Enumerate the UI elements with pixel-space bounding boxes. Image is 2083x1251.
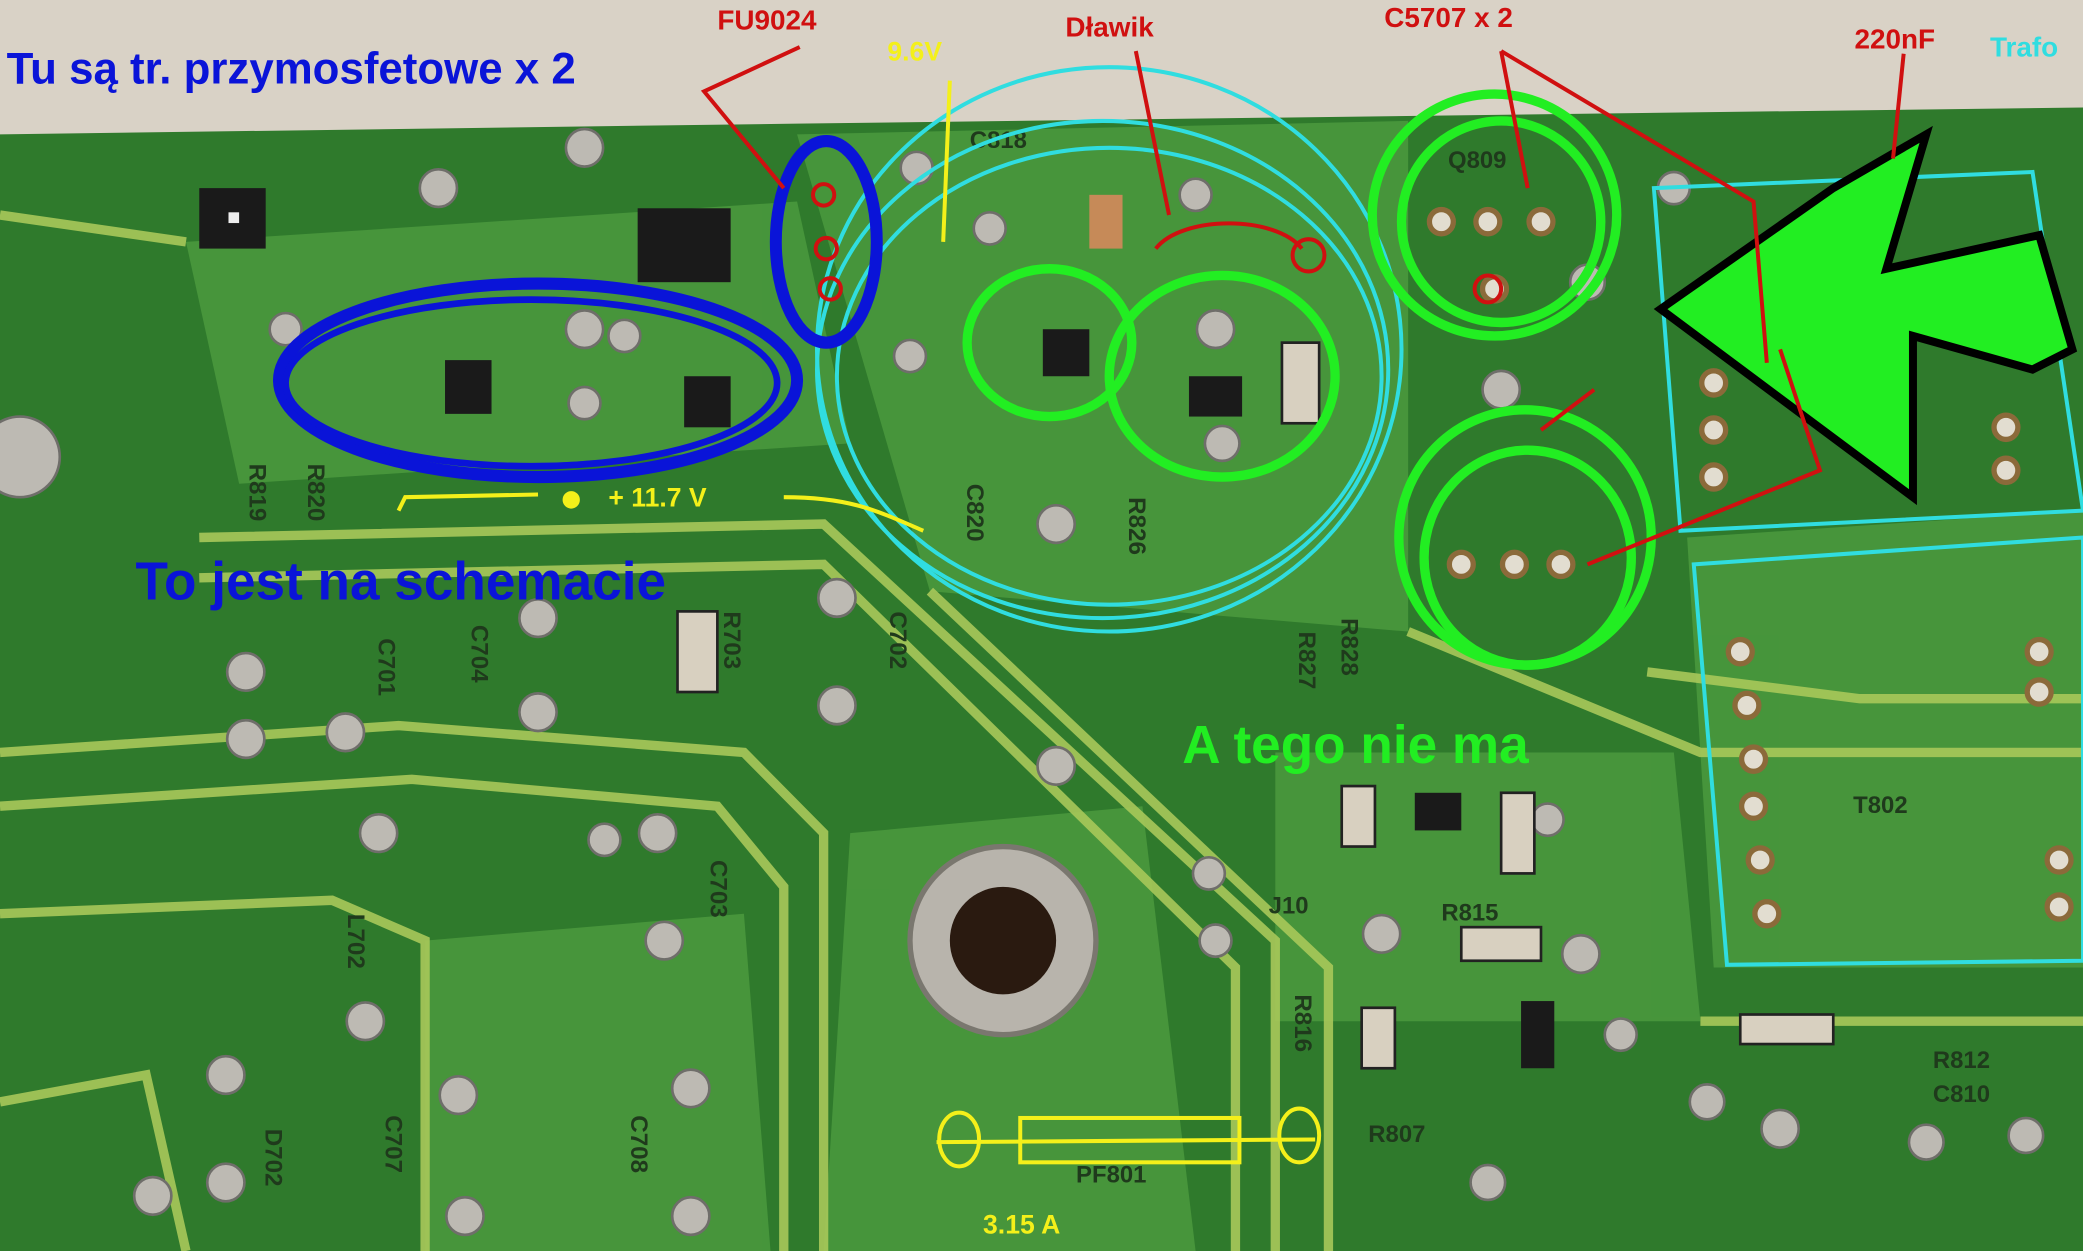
silk-r807: R807 [1368,1121,1425,1148]
silk-r820: R820 [302,464,329,522]
silk-c708: C708 [625,1115,652,1173]
cap-220nf-label: 220nF [1855,23,1936,54]
silk-r703: R703 [718,611,745,669]
cyan-circle-annotation [815,65,1404,634]
silk-l702: L702 [342,914,369,969]
silk-t802: T802 [1853,792,1907,819]
silk-r812: R812 [1933,1047,1990,1074]
silk-c810: C810 [1933,1081,1990,1108]
yellow-annotations [396,80,1322,1169]
transformer-label: Trafo [1990,31,2058,62]
silk-c820: C820 [961,484,988,542]
silk-c707: C707 [379,1115,406,1173]
voltage-11-7-label: + 11.7 V [608,482,706,512]
silk-j10: J10 [1269,893,1309,920]
blue-ellipse-annotation [272,135,883,484]
fuse-ref-label: FU9024 [717,4,817,35]
choke-label: Dławik [1065,11,1154,42]
silk-c704: C704 [466,625,493,683]
schematic-note: To jest na schemacie [136,552,667,611]
silk-c703: C703 [705,860,732,918]
green-circle-annotation [962,89,1656,670]
silk-d702: D702 [260,1129,287,1187]
silk-q809: Q809 [1448,147,1506,174]
silk-c701: C701 [373,638,400,696]
green-arrow-annotation [1653,125,2078,506]
transistors-note: Tu są tr. przymosfetowe x 2 [7,44,576,93]
silk-r826: R826 [1123,497,1150,555]
smd-components [199,188,1835,1070]
silk-r815: R815 [1441,899,1498,926]
voltage-9-6-label: 9.6V [887,36,942,66]
silk-r828: R828 [1336,618,1363,676]
through-hole-pads [1426,206,2074,929]
missing-note: A tego nie ma [1182,716,1530,775]
capacitor-label: C5707 x 2 [1384,2,1513,33]
silk-pf801: PF801 [1076,1161,1146,1188]
red-pointer-lines [700,45,1906,567]
silk-r816: R816 [1289,994,1316,1052]
silk-r819: R819 [244,464,271,522]
silk-c702: C702 [884,611,911,669]
silk-r827: R827 [1293,632,1320,690]
fuse-rating-label: 3.15 A [983,1209,1060,1239]
mounting-hole [907,843,1099,1038]
silkscreen-labels: C818 C820 R826 R827 R828 C701 C704 R703 … [244,127,1990,1189]
